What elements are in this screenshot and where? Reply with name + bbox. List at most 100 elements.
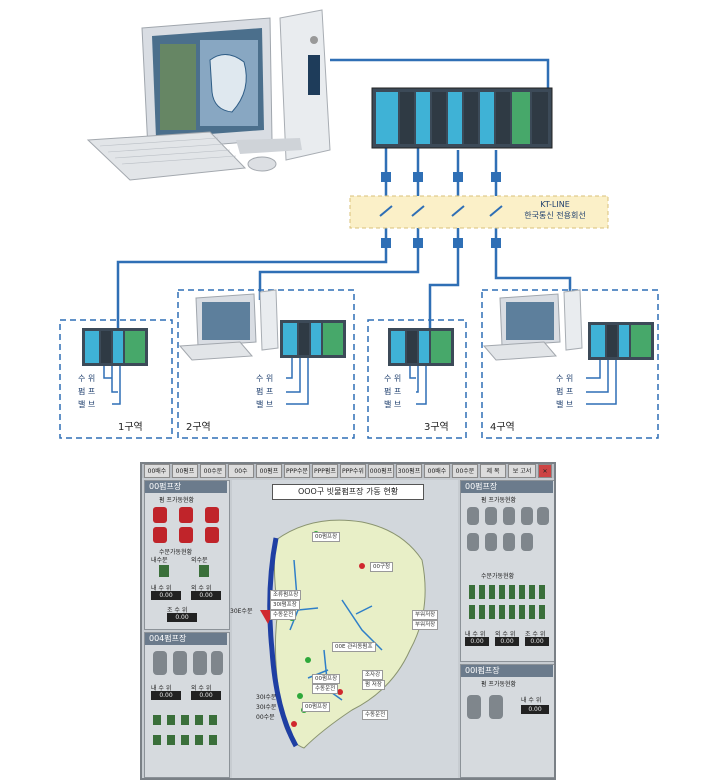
- zone-4-label: 4구역: [490, 422, 515, 433]
- zone-item: 밸 브: [78, 400, 96, 409]
- toolbar-btn[interactable]: 제 목: [480, 464, 506, 478]
- river-map: [260, 519, 426, 749]
- left-panel-2: 004펌프장 내 수 위 외 수 위 0.00 0.00: [144, 632, 230, 778]
- level-value: 0.00: [521, 705, 549, 714]
- toolbar-btn[interactable]: 00수문: [452, 464, 478, 478]
- map-label: 펌 저장: [362, 680, 385, 690]
- left-panel-title: 00펌프장: [145, 481, 227, 493]
- map-label: 00E 관리동펌프: [332, 642, 376, 652]
- left-panel-sub: 펌 프가동현황: [159, 497, 195, 504]
- map-label: 수동운전: [362, 710, 389, 720]
- zone-item: 밸 브: [256, 400, 274, 409]
- toolbar-btn[interactable]: 보 고서: [508, 464, 536, 478]
- zone-2-label: 2구역: [186, 422, 211, 433]
- level-value: 0.00: [167, 613, 197, 622]
- right-panel-sub: 펌 프가동현황: [481, 497, 517, 504]
- toolbar-btn[interactable]: 300펌프: [396, 464, 422, 478]
- toolbar-btn[interactable]: PPP수문: [284, 464, 310, 478]
- right-panel-2-sub: 펌 프가동현황: [481, 681, 517, 688]
- level-label: 내 수 위: [151, 685, 172, 692]
- zone-2-items: 수 위 펌 프 밸 브: [256, 372, 273, 411]
- right-panel-2-title: 00I펌프장: [461, 665, 553, 677]
- map-label: 수동운전: [312, 684, 339, 694]
- level-value: 0.00: [465, 637, 489, 646]
- level-value: 0.00: [151, 591, 181, 600]
- gate-icons: [153, 715, 217, 745]
- kt-line-label: KT-LINE 한국통신 전용회선: [505, 199, 605, 221]
- main-workstation: [86, 9, 331, 181]
- toolbar-btn[interactable]: 00펌프: [172, 464, 198, 478]
- map-label: 부워저장: [412, 620, 439, 630]
- in-gate-label: 내수문: [151, 557, 168, 564]
- left-panel: 00펌프장 펌 프가동현황 수문가동현황 내수문 외수문 내 수 위 외 수 위…: [144, 480, 230, 630]
- zone-item: 수 위: [556, 374, 574, 383]
- map-label: 00펌프장: [312, 532, 341, 542]
- level-label: 내 수 위: [151, 585, 172, 592]
- zone-3-label: 3구역: [424, 422, 449, 433]
- level-label: 외 수 위: [495, 631, 516, 638]
- level-value: 0.00: [495, 637, 519, 646]
- zone-item: 수 위: [384, 374, 402, 383]
- out-gate-label: 외수문: [191, 557, 208, 564]
- zone-1-items: 수 위 펌 프 밸 브: [78, 372, 95, 411]
- level-value: 0.00: [151, 691, 181, 700]
- zone-computers: [178, 289, 583, 361]
- map-area: OOO구 빗물펌프장 가동 현황 00펌프장 00구청 조류펌프장 30I펌프장…: [230, 480, 458, 778]
- toolbar-btn[interactable]: 000펌프: [368, 464, 394, 478]
- pump-icons: [467, 695, 503, 719]
- gate-label: 수문가동현황: [159, 549, 193, 556]
- map-label: 30E수문: [230, 608, 253, 615]
- map-label: 00펌프장: [312, 674, 341, 684]
- toolbar-btn[interactable]: PPP수위: [340, 464, 366, 478]
- scada-title: OOO구 빗물펌프장 가동 현황: [272, 484, 424, 500]
- zone-4-items: 수 위 펌 프 밸 브: [556, 372, 573, 411]
- network-diagram: [59, 9, 659, 439]
- pump-icons: [153, 651, 223, 675]
- toolbar-btn[interactable]: 00수문: [200, 464, 226, 478]
- map-label: 조자강: [362, 670, 384, 680]
- map-label: 수동운전: [270, 610, 297, 620]
- zone-item: 밸 브: [384, 400, 402, 409]
- zone-item: 펌 프: [256, 387, 274, 396]
- map-label: 00구청: [370, 562, 394, 572]
- gate-label: 수문가동현황: [481, 573, 515, 580]
- scada-screen: 00배수 00펌프 00수문 00수 00펌프 PPP수문 PPP펌프 PPP수…: [140, 462, 556, 780]
- pump-icons: [467, 507, 549, 551]
- line-connectors: [381, 172, 501, 248]
- zone-item: 밸 브: [556, 400, 574, 409]
- zone-item: 수 위: [78, 374, 96, 383]
- level-label: 외 수 위: [191, 685, 212, 692]
- line-break-marks: [379, 205, 503, 217]
- scada-toolbar: 00배수 00펌프 00수문 00수 00펌프 PPP수문 PPP펌프 PPP수…: [142, 464, 554, 478]
- kt-line-band: [349, 195, 609, 229]
- map-label: 부워저장: [412, 610, 439, 620]
- map-label: 조류펌프장: [270, 590, 302, 600]
- zone-item: 펌 프: [384, 387, 402, 396]
- central-plc: [371, 87, 553, 149]
- gate-icons: [469, 585, 545, 619]
- zone-item: 펌 프: [556, 387, 574, 396]
- level-value: 0.00: [525, 637, 549, 646]
- level-value: 0.00: [191, 691, 221, 700]
- zone-1-label: 1구역: [118, 422, 143, 433]
- toolbar-btn[interactable]: 00배수: [424, 464, 450, 478]
- kt-line-en: KT-LINE: [540, 200, 570, 209]
- toolbar-btn[interactable]: 00수: [228, 464, 254, 478]
- left-panel-2-title: 004펌프장: [145, 633, 227, 645]
- right-panel-2: 00I펌프장 펌 프가동현황 내 수 위 0.00: [460, 664, 554, 778]
- map-label: 00펌프장: [302, 702, 331, 712]
- pump-icons: [153, 507, 219, 543]
- zone-item: 펌 프: [78, 387, 96, 396]
- zone-3-items: 수 위 펌 프 밸 브: [384, 372, 401, 411]
- level-label: 외 수 위: [191, 585, 212, 592]
- map-label: 30I수문: [256, 704, 277, 711]
- right-panel: 00펌프장 펌 프가동현황 수문가동현황 내 수 위 외 수 위 조 수 위 0…: [460, 480, 554, 662]
- close-icon[interactable]: ✕: [538, 464, 552, 478]
- zone-borders: [59, 289, 659, 439]
- toolbar-btn[interactable]: 00배수: [144, 464, 170, 478]
- toolbar-btn[interactable]: 00펌프: [256, 464, 282, 478]
- zone-item: 수 위: [256, 374, 274, 383]
- kt-line-ko: 한국통신 전용회선: [524, 211, 586, 220]
- map-label: 30I수문: [256, 694, 277, 701]
- toolbar-btn[interactable]: PPP펌프: [312, 464, 338, 478]
